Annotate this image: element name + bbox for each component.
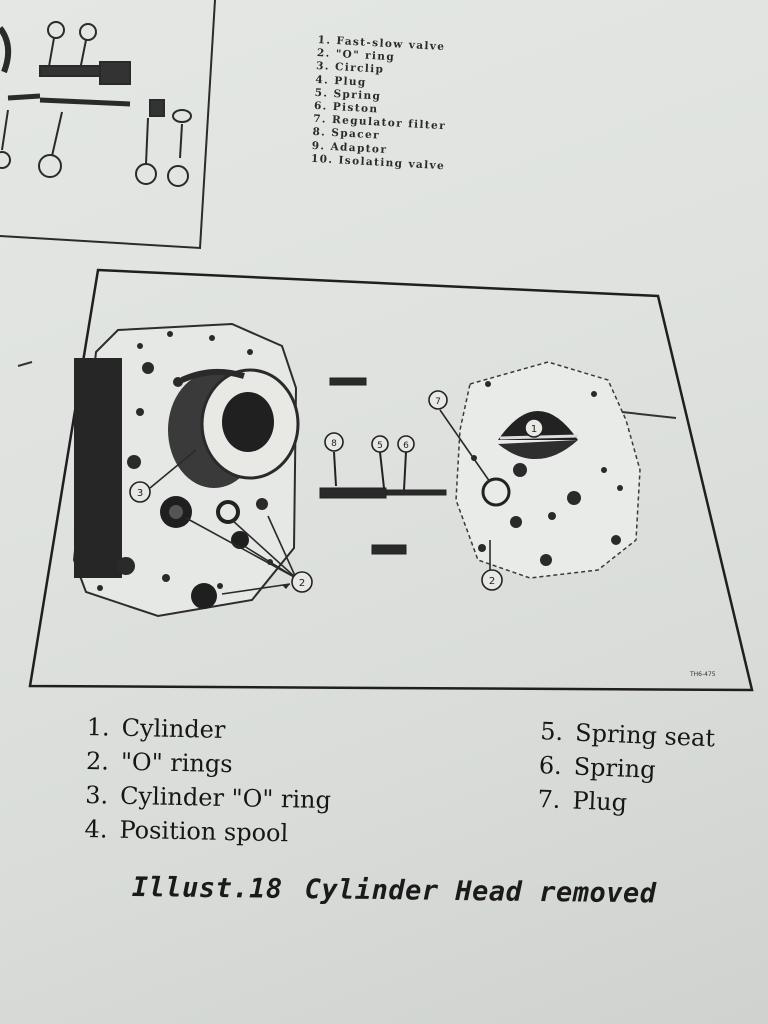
previous-figure-border (0, 0, 216, 250)
callout-8: 8 (324, 432, 344, 452)
pump-body (72, 322, 300, 618)
svg-text:3: 3 (137, 488, 143, 499)
callout-6: 6 (397, 435, 415, 453)
svg-text:6: 6 (403, 441, 409, 451)
body-side-face (74, 358, 122, 578)
callout-2b: 2 (481, 569, 503, 591)
caption-prefix: Illust.18 (131, 872, 283, 905)
head-port (481, 477, 511, 507)
callout-2: 2 (291, 571, 313, 593)
o-ring (216, 500, 240, 524)
legend-right: 5.Spring seat 6.Spring 7.Plug (534, 714, 716, 823)
svg-text:5: 5 (377, 441, 383, 451)
previous-illustration (0, 0, 216, 250)
o-ring (191, 583, 217, 609)
svg-text:2: 2 (299, 578, 305, 589)
legend-item: 4.Position spool (84, 815, 289, 848)
svg-text:7: 7 (435, 397, 441, 407)
svg-text:1: 1 (531, 424, 537, 435)
svg-text:8: 8 (331, 439, 337, 449)
callout-circle (47, 21, 65, 39)
legend-item: 2."O" rings (85, 747, 233, 779)
legend-item: 1.Cylinder (86, 713, 226, 744)
cylinder-head-illustration: 1 2 2 3 5 6 7 8 TH6-475 (17, 268, 754, 692)
position-spool-parts (319, 377, 447, 555)
callout-5: 5 (371, 435, 389, 453)
position-spool (319, 487, 387, 499)
caption-text: Cylinder Head removed (304, 874, 657, 910)
plug-part (329, 377, 367, 386)
svg-text:2: 2 (489, 576, 495, 587)
illustration-caption: Illust.18 Cylinder Head removed (132, 872, 657, 909)
legend-item: 7.Plug (536, 785, 628, 817)
figure-code: TH6-475 (689, 671, 716, 678)
callout-3: 3 (129, 481, 151, 503)
callout-7: 7 (428, 390, 448, 410)
callout-circle (79, 23, 97, 41)
figure-border (28, 268, 754, 692)
previous-figure-drawing (0, 21, 192, 187)
cylinder-head (455, 361, 677, 579)
spring-part (385, 489, 447, 496)
legend-left: 1.Cylinder 2."O" rings 3.Cylinder "O" ri… (81, 710, 333, 851)
legend-item: 3.Cylinder "O" ring (85, 781, 332, 815)
spring-seat-part (371, 544, 407, 555)
callout-1: 1 (524, 418, 544, 438)
